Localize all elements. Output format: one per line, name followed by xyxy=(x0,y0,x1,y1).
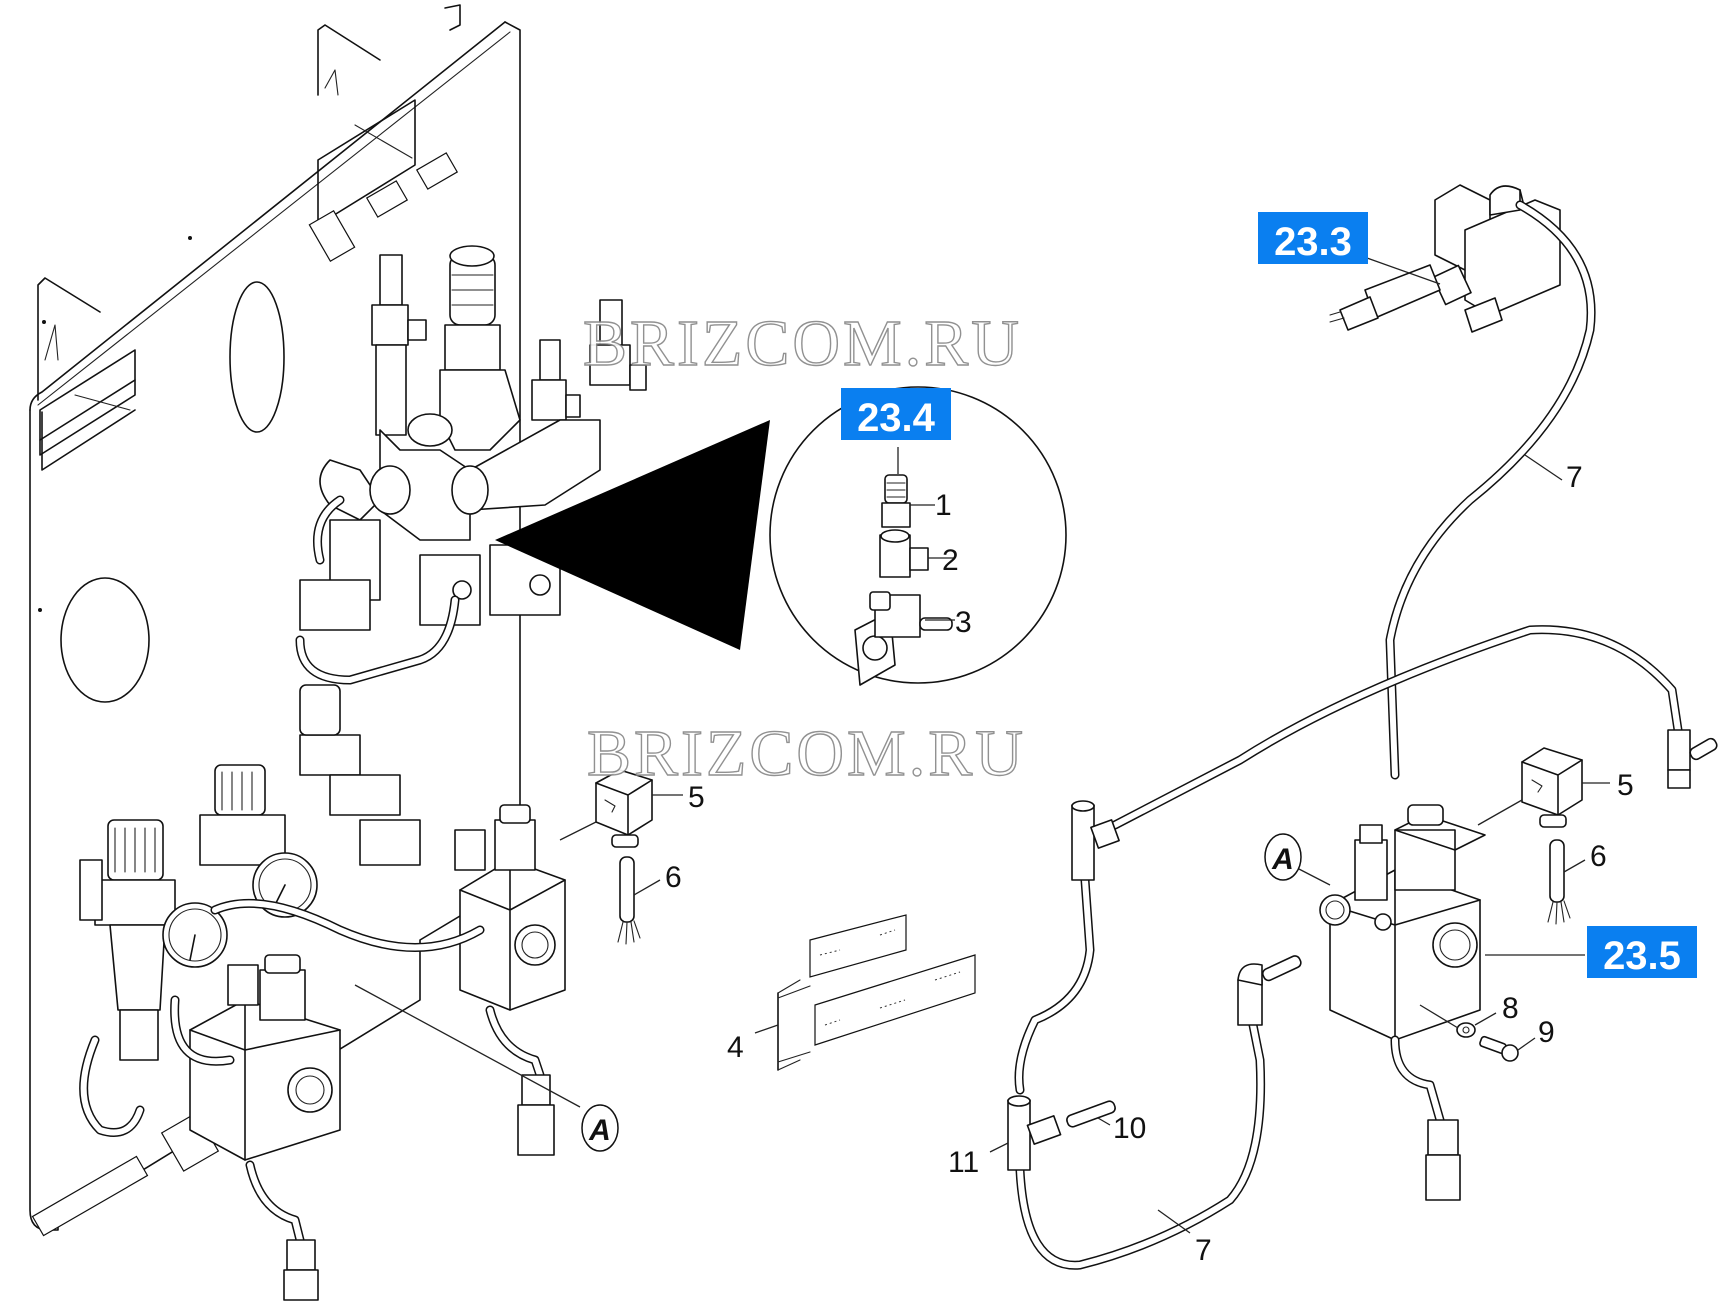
watermark-top: BRIZCOM.RU xyxy=(583,307,1022,380)
ref-label-23-3: 23.3 xyxy=(1274,220,1352,264)
solenoid-valve-23-5 xyxy=(1319,804,1585,1201)
ref-box-23-4[interactable]: 23.4 xyxy=(841,388,951,440)
tubing-7: 7 7 xyxy=(1014,200,1683,1270)
upper-tee-fitting xyxy=(1071,800,1120,881)
watermark-middle: BRIZCOM.RU xyxy=(587,717,1026,790)
ref-box-23-5[interactable]: 23.5 xyxy=(1587,926,1697,978)
callout-7-top: 7 xyxy=(1566,461,1583,494)
mounting-panel xyxy=(29,4,521,1237)
ref-box-23-3[interactable]: 23.3 xyxy=(1258,212,1368,264)
view-marker-a-right-label: A xyxy=(1271,843,1294,876)
part-11-tee-connector: 11 xyxy=(948,1095,1062,1179)
ref-label-23-5: 23.5 xyxy=(1603,934,1681,978)
left-cable-6: 6 xyxy=(617,856,682,945)
callout-5-left: 5 xyxy=(688,781,705,814)
callout-2: 2 xyxy=(942,544,959,577)
view-marker-a-left[interactable]: A xyxy=(354,984,619,1152)
callout-6-left: 6 xyxy=(665,861,682,894)
detail-circle xyxy=(769,386,1067,684)
top-manifold-23-3 xyxy=(1329,184,1561,333)
part-3-valve-body xyxy=(854,591,953,686)
detail-pointer-wedge xyxy=(495,420,770,650)
callout-8: 8 xyxy=(1502,992,1519,1025)
view-marker-a-left-label: A xyxy=(588,1114,611,1147)
callout-7-bottom: 7 xyxy=(1195,1234,1212,1267)
lower-regulator-assembly xyxy=(79,684,566,1301)
detail-view-23-4: 1 2 3 23.4 xyxy=(495,386,1067,686)
callout-3: 3 xyxy=(955,606,972,639)
label-set-4: 4 xyxy=(727,914,976,1071)
callout-4: 4 xyxy=(727,1031,744,1064)
upper-valve-manifold xyxy=(295,245,647,685)
right-elbow-fitting xyxy=(1667,729,1718,789)
right-connector-plug-5: 5 xyxy=(1477,747,1634,828)
part-9-screw: 9 xyxy=(1479,1016,1555,1062)
part-2-ball-valve xyxy=(879,529,929,578)
lower-elbow-fitting xyxy=(1237,955,1302,1026)
right-cable-6: 6 xyxy=(1547,839,1607,925)
part-10-plug-pin: 10 xyxy=(1066,1100,1146,1145)
part-1-hose-barb xyxy=(881,474,911,528)
ref-label-23-4: 23.4 xyxy=(857,396,936,440)
callout-6-right: 6 xyxy=(1590,840,1607,873)
callout-9: 9 xyxy=(1538,1016,1555,1049)
callout-1: 1 xyxy=(935,489,952,522)
callout-5-right: 5 xyxy=(1617,769,1634,802)
callout-10: 10 xyxy=(1113,1112,1146,1145)
callout-11: 11 xyxy=(948,1146,979,1179)
part-8-washer: 8 xyxy=(1419,992,1519,1038)
left-connector-plug-5: 5 xyxy=(559,769,705,848)
view-marker-a-right[interactable]: A xyxy=(1264,833,1331,886)
